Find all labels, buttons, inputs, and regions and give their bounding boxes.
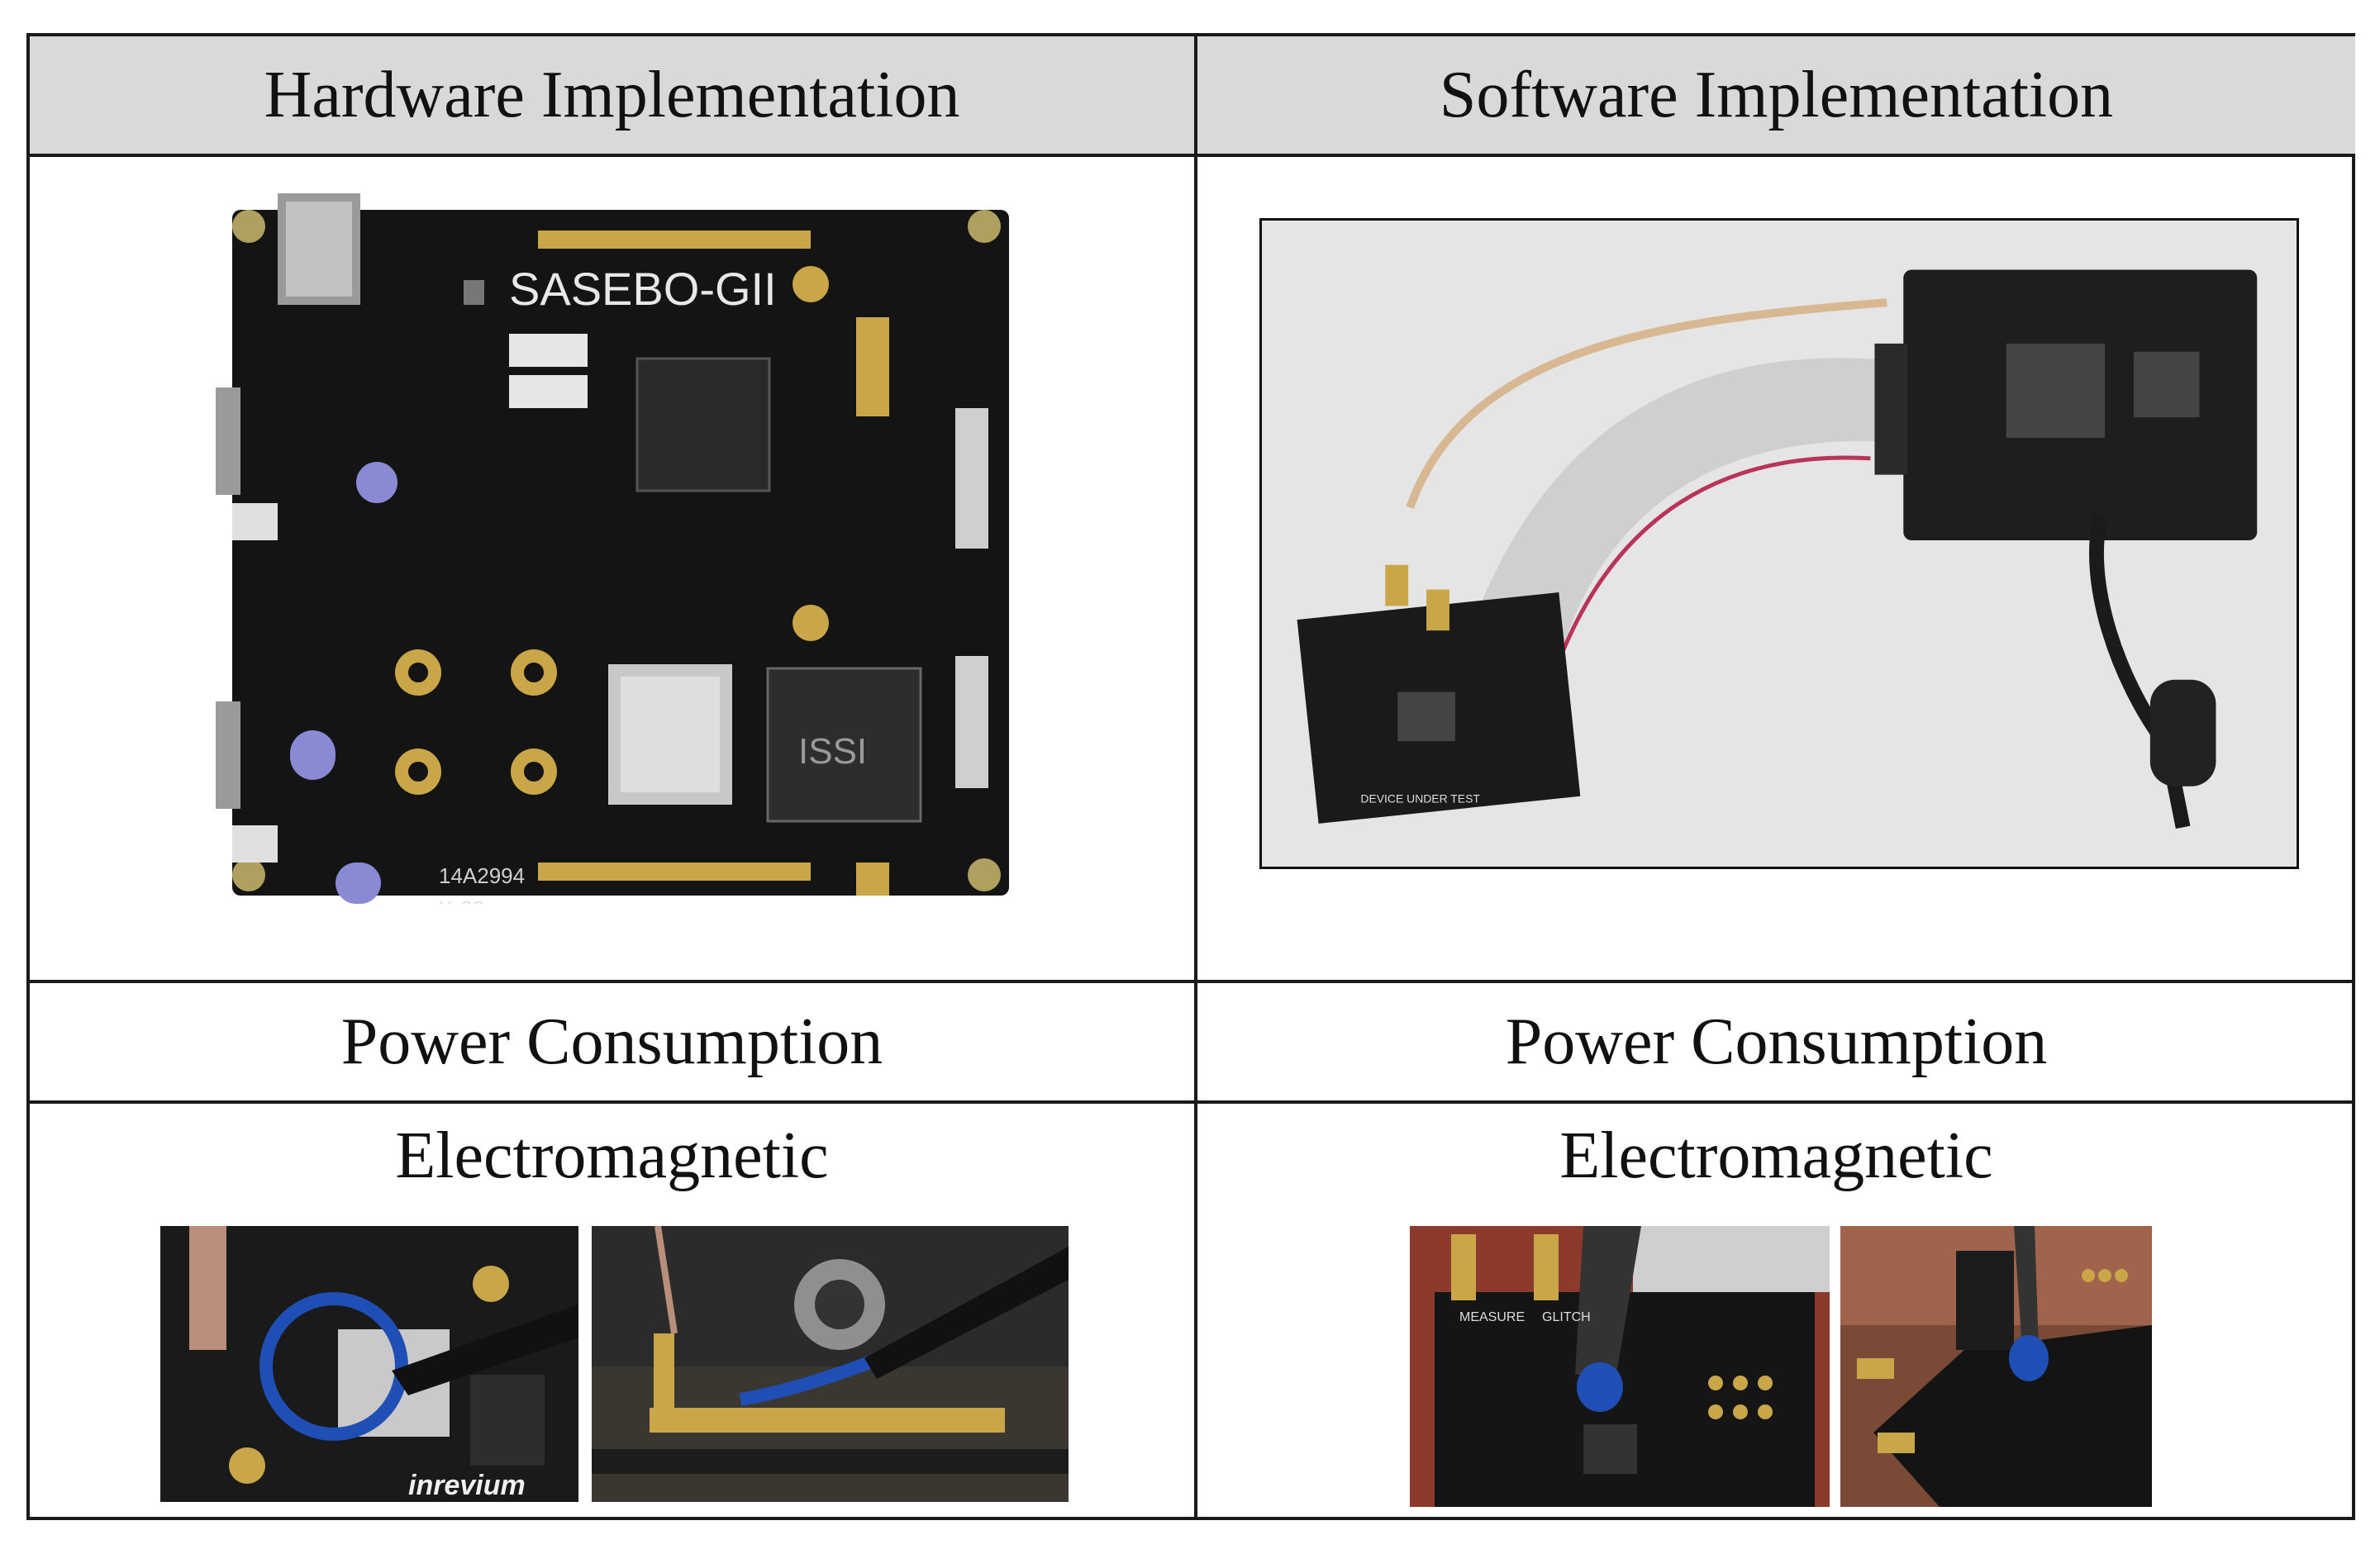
software-em-label: Electromagnetic	[1559, 1119, 1993, 1192]
header-software: Software Implementation	[1197, 36, 2355, 157]
hw-em-probe-photo-2	[592, 1226, 1069, 1502]
row-divider-2	[30, 1100, 2352, 1104]
sw-em-probe-photo-1: MEASURE GLITCH	[1410, 1226, 1830, 1507]
board-code-text: K-22	[439, 896, 484, 904]
board-title-text: SASEBO-GII	[509, 263, 777, 315]
board-serial-text: 14A2994	[439, 863, 525, 888]
issi-chip-text: ISSI	[798, 731, 867, 772]
measure-label-text: MEASURE	[1459, 1310, 1525, 1324]
sw-em-probe-photo-2	[1840, 1226, 2152, 1507]
column-divider	[1194, 36, 1197, 1517]
hardware-power-label: Power Consumption	[340, 1005, 883, 1078]
row-divider-1	[30, 980, 2352, 983]
header-hardware: Hardware Implementation	[30, 36, 1194, 157]
inrevium-logo-text: inrevium	[408, 1470, 526, 1501]
software-power-label: Power Consumption	[1505, 1005, 2048, 1078]
hw-em-probe-photo-1: inrevium	[160, 1226, 578, 1502]
target-dut-text: DEVICE UNDER TEST	[1360, 792, 1480, 806]
comparison-table: Hardware Implementation Software Impleme…	[26, 33, 2355, 1520]
chipwhisperer-setup-photo: DEVICE UNDER TEST	[1259, 218, 2299, 869]
glitch-label-text: GLITCH	[1542, 1310, 1591, 1324]
sasebo-gii-board-photo: SASEBO-GII ISSI 14A2994 K-22	[216, 193, 1019, 904]
hardware-em-label: Electromagnetic	[395, 1119, 829, 1192]
